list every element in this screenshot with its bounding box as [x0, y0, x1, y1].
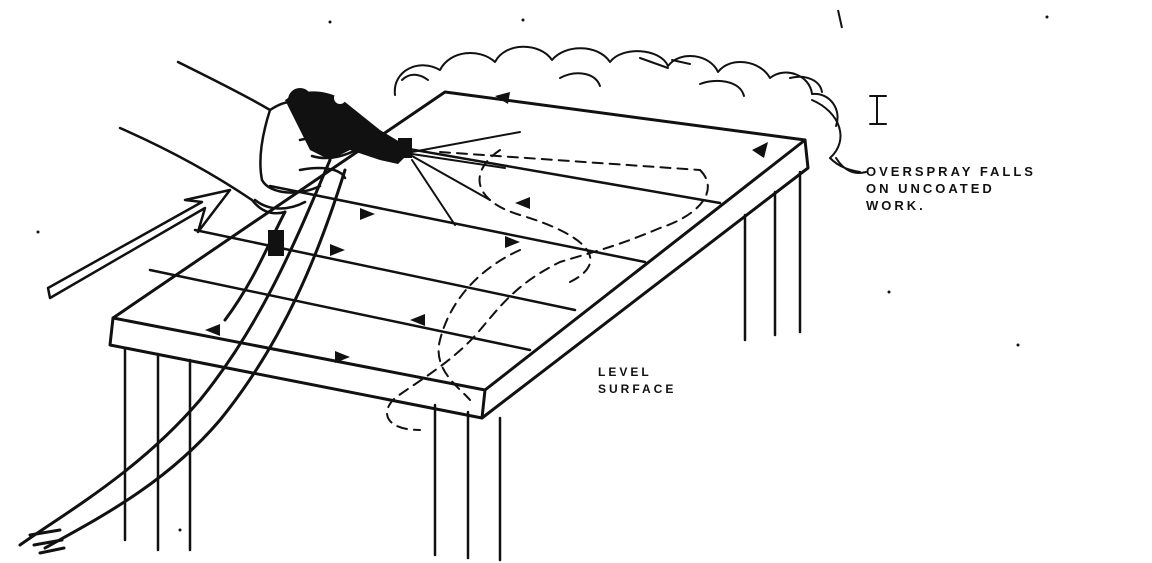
level-surface-label-line-1: LEVEL: [598, 364, 676, 381]
spray-hoses: [20, 160, 345, 553]
direction-arrows: [205, 92, 768, 363]
board-seams: [150, 140, 720, 350]
overspray-cloud: [395, 47, 886, 172]
overspray-label-line-3: WORK.: [866, 197, 1036, 214]
table-top: [110, 92, 808, 418]
overspray-label: OVERSPRAY FALLS ON UNCOATED WORK.: [866, 163, 1036, 214]
level-surface-label: LEVEL SURFACE: [598, 364, 676, 398]
spray-fan: [412, 132, 520, 225]
overspray-label-line-1: OVERSPRAY FALLS: [866, 163, 1036, 180]
overspray-label-line-2: ON UNCOATED: [866, 180, 1036, 197]
level-surface-label-line-2: SURFACE: [598, 381, 676, 398]
